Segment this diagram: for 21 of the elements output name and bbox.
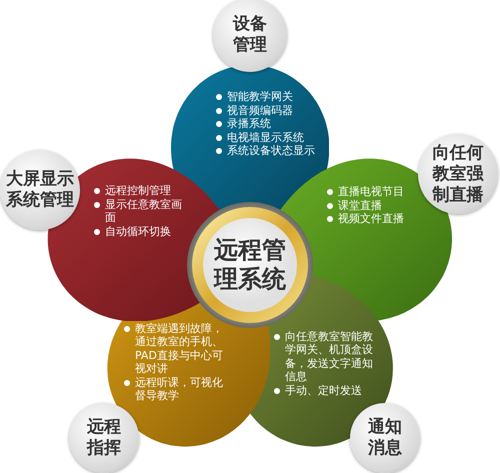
bullet-text: 手动、定时发送	[284, 384, 362, 397]
heading-badge: 远程指挥	[69, 402, 139, 473]
heading-badge: 大屏显示系统管理	[0, 150, 80, 230]
bullet-text: 视频文件直播	[338, 212, 404, 225]
bullet-text: 录播系统	[226, 117, 271, 130]
heading-badge: 向任何教室强制直播	[418, 134, 498, 214]
bullet-text: 自动循环切换	[105, 224, 171, 238]
bullet-text: 系统设备状态显示	[226, 144, 315, 157]
bullet-text: 电视墙显示系统	[226, 130, 304, 144]
bullet-text: 智能教学网关	[226, 90, 293, 103]
bullet-text: 课堂直播	[338, 198, 382, 212]
bullet-text: 显示任意教室画面	[105, 198, 182, 224]
bullet-text: 远程控制管理	[105, 184, 171, 197]
bullet-text: 直播电视节目	[338, 185, 404, 198]
bullet-text: 教室端遇到故障，通过教室的手机、PAD直接与中心可视对讲	[135, 322, 223, 376]
bullet-text: 视音频编码器	[226, 104, 293, 116]
heading-badge: 通知消息	[350, 402, 420, 473]
bullet-text: 远程听课，可视化督导教学	[135, 376, 223, 402]
bullet-text: 向任意教室智能教学网关、机顶盒设备，发送文字通知信息	[284, 330, 373, 384]
center-title: 远程管理系统	[212, 236, 287, 294]
heading-badge: 设备管理	[212, 0, 287, 72]
